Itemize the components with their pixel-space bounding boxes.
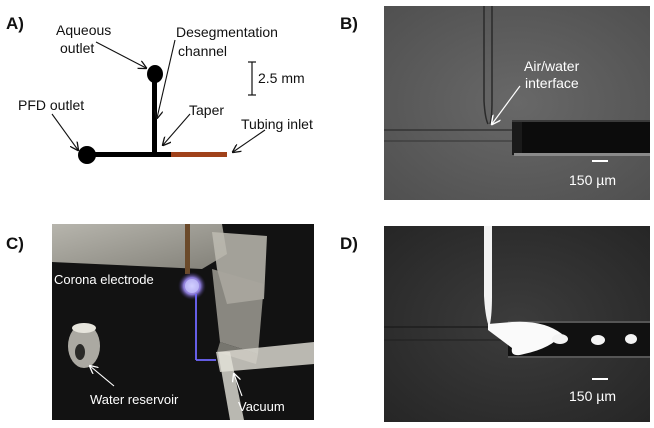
electrode-label: Corona electrode — [54, 272, 154, 287]
droplet-2 — [591, 335, 605, 345]
tubing-inlet-segment — [171, 152, 227, 157]
electrode-rod — [185, 224, 190, 274]
pfd-outlet-label: PFD outlet — [18, 97, 85, 113]
desegmentation-channel — [152, 76, 157, 154]
panel-a-letter: A) — [6, 14, 24, 33]
main-channel — [88, 152, 172, 157]
reservoir-arrow — [90, 366, 115, 387]
air-water-label-2: interface — [525, 75, 579, 91]
bright-channel — [484, 226, 492, 296]
water-reservoir — [68, 324, 100, 368]
pfd-arrow — [51, 113, 78, 150]
panel-d-letter: D) — [340, 234, 358, 253]
droplet-1 — [552, 334, 568, 344]
interface-arrow — [492, 85, 521, 124]
panel-d-micrograph: 150 µm — [384, 226, 650, 422]
tubing-inlet-label: Tubing inlet — [241, 116, 313, 132]
panel-c-letter: C) — [6, 234, 24, 253]
taper-arrow — [163, 113, 191, 145]
deseg-arrow — [157, 39, 176, 118]
scale-label-a: 2.5 mm — [258, 70, 305, 86]
scale-label-b: 150 µm — [569, 172, 616, 188]
aqueous-outlet-port — [147, 65, 163, 83]
taper-label: Taper — [189, 102, 225, 118]
panel-b-letter: B) — [340, 14, 358, 33]
tubing-arrow — [233, 129, 266, 152]
pfd-outlet-port — [78, 146, 96, 164]
tubing-dark-b — [512, 121, 650, 155]
aqueous-arrow — [95, 41, 146, 68]
vacuum-label: Vacuum — [238, 399, 285, 414]
deseg-channel-label-2: channel — [178, 43, 228, 59]
air-water-label-1: Air/water — [524, 58, 580, 74]
deseg-channel-label-1: Desegmentation — [176, 24, 278, 40]
panel-b-micrograph: Air/water interface 150 µm — [384, 6, 650, 200]
aqueous-outlet-label-1: Aqueous — [56, 22, 112, 38]
panel-c-photo: Corona electrode Water reservoir Vacuum — [52, 224, 314, 420]
scale-label-d: 150 µm — [569, 388, 616, 404]
aqueous-outlet-label-2: outlet — [60, 40, 95, 56]
vacuum-arrow — [234, 374, 243, 397]
reservoir-label: Water reservoir — [90, 392, 179, 407]
droplet-3 — [625, 334, 637, 344]
scale-bar-b — [592, 160, 608, 162]
scale-bar-d — [592, 378, 608, 380]
